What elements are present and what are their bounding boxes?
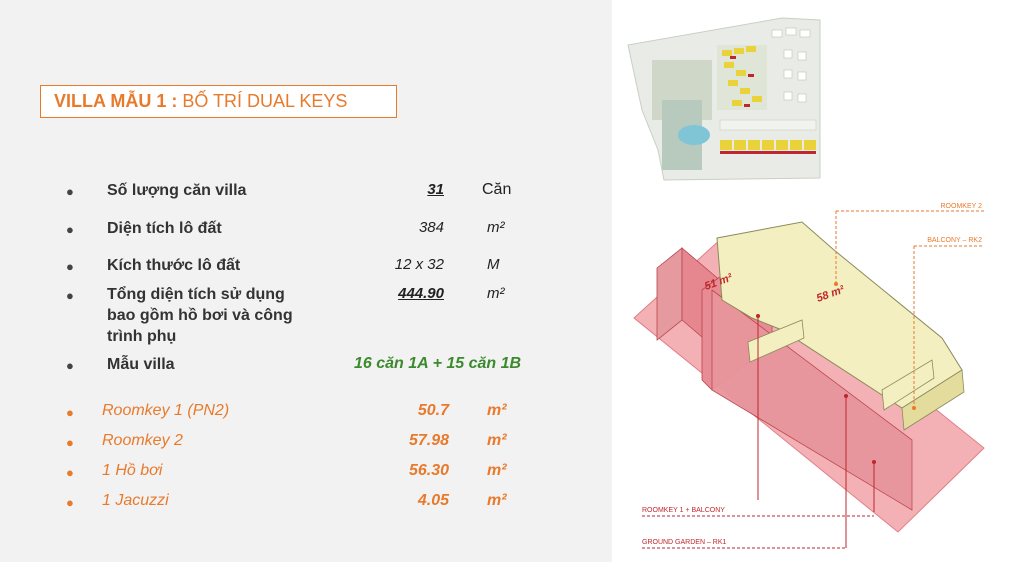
area-value: 56.30	[408, 462, 449, 479]
bullet-icon: ●	[66, 435, 74, 450]
area-value: 57.98	[408, 432, 449, 449]
spec-unit: Căn	[482, 181, 512, 198]
area-unit: m²	[487, 462, 507, 479]
spec-row-villa-model: ● Mẫu villa 16 căn 1A + 15 căn 1B	[0, 354, 612, 382]
spec-row-lot-area: ● Diện tích lô đất 384 m²	[0, 218, 612, 246]
spec-value: 16 căn 1A + 15 căn 1B	[354, 355, 522, 372]
area-unit: m²	[487, 432, 507, 449]
spec-row-villa-count: ● Số lượng căn villa 31 Căn	[0, 180, 612, 208]
spec-label-line: trình phụ	[107, 328, 177, 345]
area-value: 50.7	[417, 402, 449, 419]
spec-unit: M	[487, 256, 500, 273]
spec-unit: m²	[487, 219, 505, 236]
spec-value: 12 x 32	[394, 256, 444, 273]
page-title: VILLA MẪU 1 : BỐ TRÍ DUAL KEYS	[54, 91, 348, 111]
page-title-box: VILLA MẪU 1 : BỐ TRÍ DUAL KEYS	[40, 85, 397, 118]
spec-value: 384	[418, 219, 444, 236]
area-unit: m²	[487, 402, 507, 419]
area-label: Roomkey 2	[102, 432, 183, 449]
spec-label: Số lượng căn villa	[107, 182, 247, 199]
villa-illustrations: ROOMKEY 2 BALCONY – RK2 51 m² 58 m² ROOM…	[612, 0, 1024, 562]
area-label: Roomkey 1 (PN2)	[102, 402, 230, 419]
site-plan-image	[627, 17, 821, 181]
label-ground-garden: GROUND GARDEN – RK1	[642, 539, 727, 546]
bullet-icon: ●	[66, 465, 74, 480]
info-panel: VILLA MẪU 1 : BỐ TRÍ DUAL KEYS ● Số lượn…	[0, 0, 612, 562]
spec-value: 31	[427, 181, 444, 198]
spec-label: Diện tích lô đất	[107, 220, 222, 237]
spec-label: Mẫu villa	[107, 356, 175, 373]
spec-row-lot-size: ● Kích thước lô đất 12 x 32 M	[0, 255, 612, 283]
bullet-icon: ●	[66, 288, 74, 303]
area-unit: m²	[487, 492, 507, 509]
area-label: 1 Jacuzzi	[102, 492, 169, 509]
bullet-icon: ●	[66, 184, 74, 199]
area-value: 4.05	[417, 492, 449, 509]
bullet-icon: ●	[66, 358, 74, 373]
area-row-jacuzzi: ● 1 Jacuzzi 4.05 m²	[0, 491, 612, 519]
label-roomkey1-balcony: ROOMKEY 1 + BALCONY	[642, 507, 725, 514]
spec-label-line: Tổng diện tích sử dụng	[107, 286, 285, 303]
bullet-icon: ●	[66, 222, 74, 237]
area-row-roomkey2: ● Roomkey 2 57.98 m²	[0, 431, 612, 459]
spec-label: Kích thước lô đất	[107, 257, 241, 274]
bullet-icon: ●	[66, 259, 74, 274]
bullet-icon: ●	[66, 405, 74, 420]
spec-unit: m²	[487, 285, 505, 302]
villa-diagram-svg: ROOMKEY 2 BALCONY – RK2 51 m² 58 m² ROOM…	[627, 17, 985, 549]
label-roomkey2: ROOMKEY 2	[941, 203, 983, 210]
villa-massing-image	[633, 210, 985, 549]
area-row-roomkey1: ● Roomkey 1 (PN2) 50.7 m²	[0, 401, 612, 429]
area-label: 1 Hồ bơi	[102, 462, 163, 479]
spec-label-line: bao gồm hồ bơi và công	[107, 307, 293, 324]
area-row-pool: ● 1 Hồ bơi 56.30 m²	[0, 461, 612, 489]
spec-value: 444.90	[398, 285, 444, 302]
label-balcony-rk2: BALCONY – RK2	[927, 237, 982, 244]
spec-row-total-area: ● Tổng diện tích sử dụng bao gồm hồ bơi …	[0, 284, 612, 348]
bullet-icon: ●	[66, 495, 74, 510]
